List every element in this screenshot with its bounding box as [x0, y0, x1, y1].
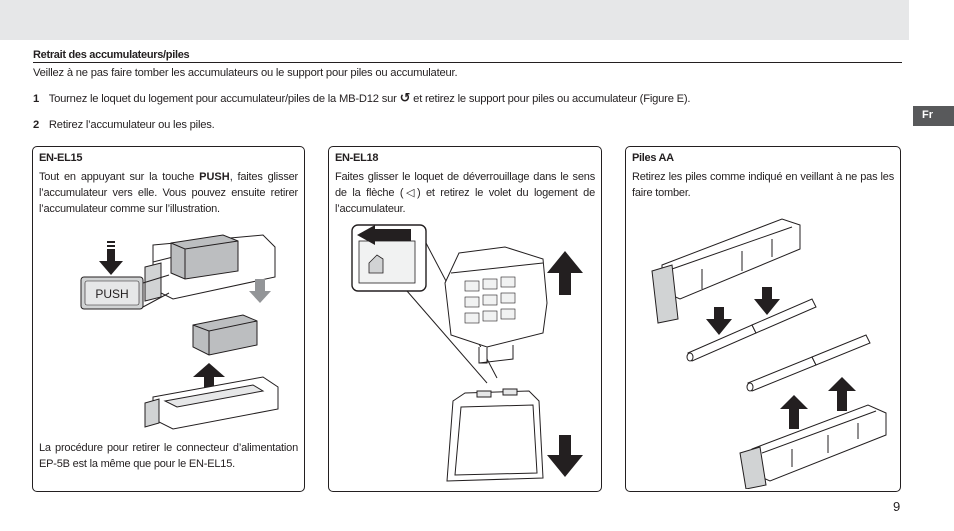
latch-detail-inset	[351, 224, 427, 292]
battery-holder-empty	[144, 376, 279, 430]
header-band	[0, 0, 909, 40]
en-el15-illustration: PUSH	[80, 234, 279, 430]
step-text-after: et retirez le support pour piles ou accu…	[410, 93, 691, 105]
section-intro: Veillez à ne pas faire tomber les accumu…	[33, 67, 458, 79]
en-el18-illustration	[351, 224, 583, 482]
step-1: 1 Tournez le loquet du logement pour acc…	[33, 90, 691, 105]
panel-en-el18: EN-EL18 Faites glisser le loquet de déve…	[328, 146, 602, 492]
battery-holder-bottom	[739, 404, 887, 489]
section-title: Retrait des accumulateurs/piles	[33, 49, 190, 61]
down-arrow-icon	[249, 279, 271, 303]
panel-title: EN-EL15	[39, 152, 83, 164]
panel-text-after: , faites glisser l’accumulateur vers ell…	[39, 171, 299, 215]
battery-holder-body	[446, 388, 544, 482]
language-tab: Fr	[913, 106, 954, 126]
aa-batteries-illustration	[651, 218, 887, 489]
panel-en-el15: EN-EL15 Tout en appuyant sur la touche P…	[32, 146, 305, 492]
panel-title: EN-EL18	[335, 152, 379, 164]
aa-cell	[686, 298, 817, 362]
down-arrow-icon	[547, 435, 583, 477]
up-arrow-icon	[547, 251, 583, 295]
down-arrow-icon	[706, 307, 732, 335]
up-arrow-icon	[780, 395, 808, 429]
push-keyword: PUSH	[199, 171, 230, 183]
battery-shape	[170, 234, 239, 280]
panel-piles-aa: Piles AA Retirez les piles comme indiqué…	[625, 146, 901, 492]
battery-holder-top	[651, 218, 801, 324]
step-text: Retirez l’accumulateur ou les piles.	[48, 119, 215, 131]
step-number: 1	[33, 93, 40, 105]
left-arrow-icon	[357, 225, 411, 245]
step-text-before: Tournez le loquet du logement pour accum…	[48, 93, 400, 105]
push-label: PUSH	[95, 287, 128, 301]
step-2: 2 Retirez l’accumulateur ou les piles.	[33, 119, 215, 131]
up-arrow-icon	[828, 377, 856, 411]
title-rule	[33, 62, 902, 63]
push-key-callout	[80, 274, 170, 310]
panel-text: Retirez les piles comme indiqué en veill…	[632, 171, 894, 199]
page-number: 9	[893, 499, 901, 514]
aa-cell	[746, 334, 871, 392]
panel-text: Tout en appuyant sur la touche PUSH, fai…	[39, 169, 298, 217]
down-arrow-icon	[99, 241, 123, 275]
panel-text-before: Tout en appuyant sur la touche	[39, 171, 200, 183]
panel-note: La procédure pour retirer le connecteur …	[39, 442, 298, 470]
step-number: 2	[33, 119, 40, 131]
counterclockwise-arrow-icon: ↺	[399, 90, 411, 105]
down-arrow-icon	[754, 287, 780, 315]
battery-shape	[192, 314, 258, 356]
up-arrow-icon	[193, 363, 225, 395]
panel-text: Faites glisser le loquet de déverrouilla…	[335, 171, 595, 215]
panel-title: Piles AA	[632, 152, 674, 164]
battery-cover	[444, 246, 548, 364]
